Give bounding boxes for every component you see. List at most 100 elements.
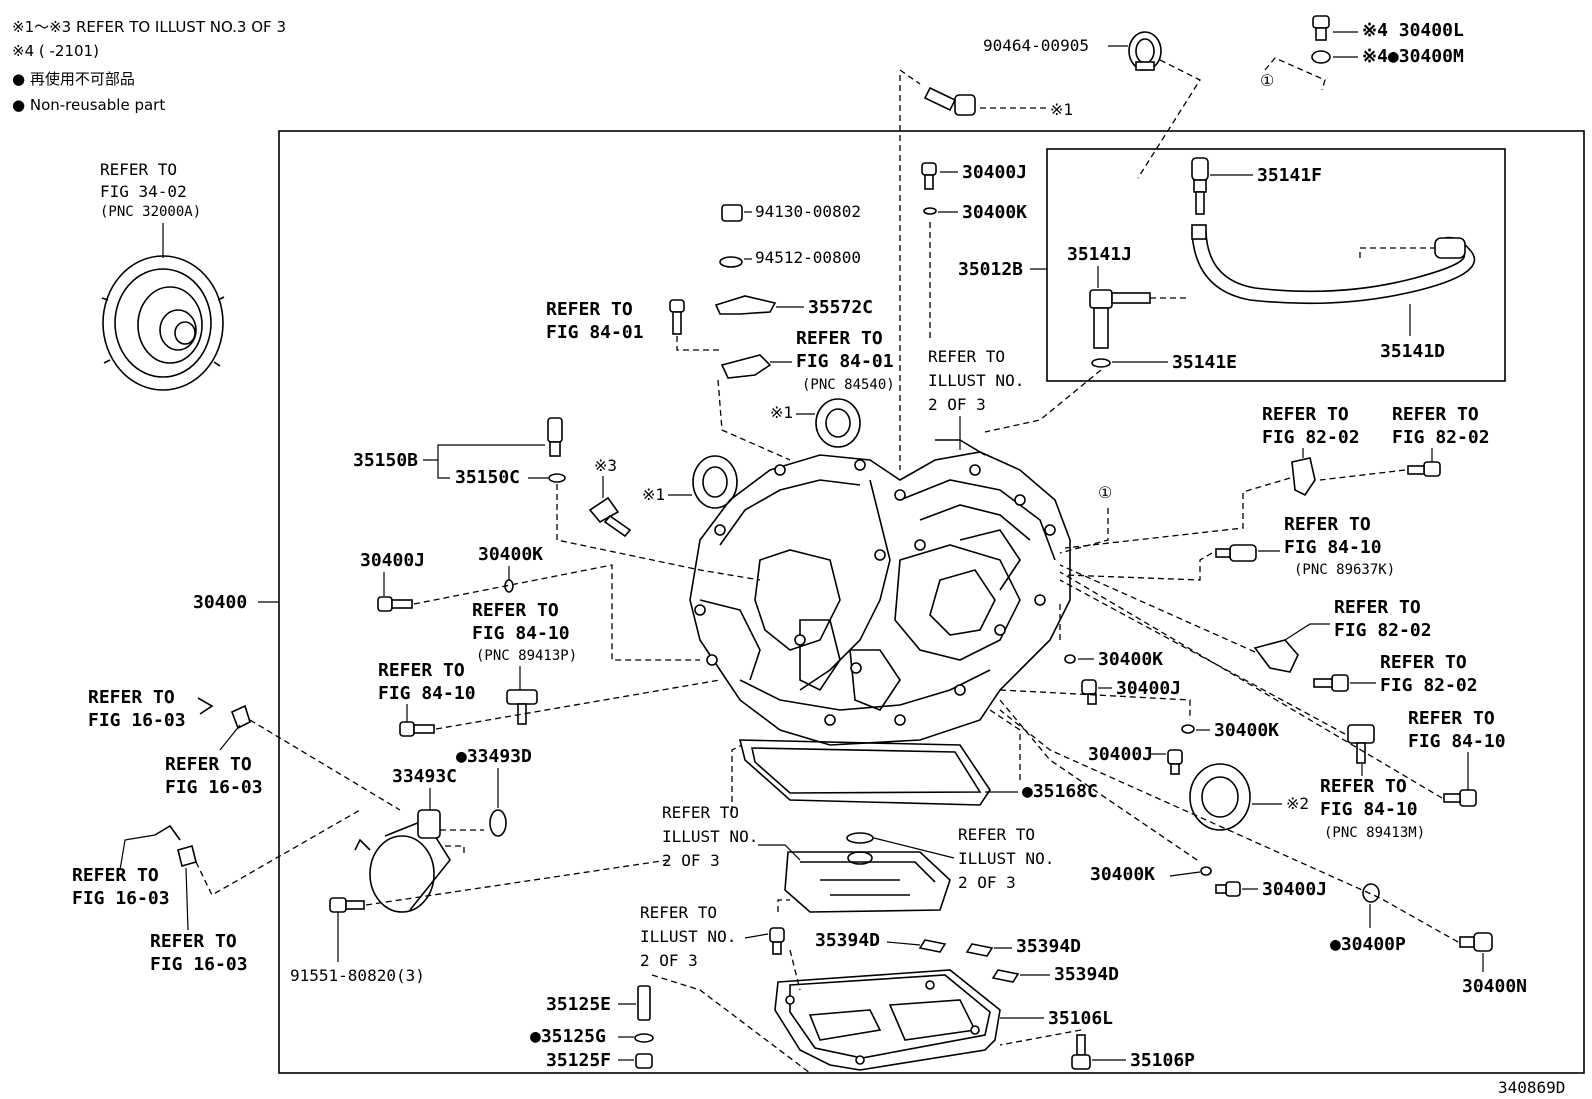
label-ref-fig-34-02-l3: (PNC 32000A) <box>100 204 201 220</box>
bolt-30400J-c-drawing <box>1081 679 1097 705</box>
label-ref-fig-84-10-b-l2: FIG 84-10 <box>472 623 570 644</box>
label-35394D-a: 35394D <box>815 930 880 951</box>
nut-94130-drawing <box>721 204 743 222</box>
label-ref-fig-84-10-c-l2: FIG 84-10 <box>378 683 476 704</box>
bolt-30400J-e-drawing <box>1215 881 1241 897</box>
label-ref-fig-82-02-d-l1: REFER TO <box>1380 652 1467 673</box>
switch-84540 <box>720 354 772 379</box>
label-ref-fig-82-02-a-l1: REFER TO <box>1262 404 1349 425</box>
label-ref-fig-84-10-a-l1: REFER TO <box>1284 514 1371 535</box>
sensor-35150B-drawing <box>547 417 563 457</box>
bracket-82-02-a <box>1291 457 1316 497</box>
note-nonreusable-jp: ● 再使用不可部品 <box>12 70 135 88</box>
label-ref-illust2-b-l2: ILLUST NO. <box>662 827 758 846</box>
label-35141D: 35141D <box>1380 341 1445 362</box>
note-star4-range: ※4 ( -2101) <box>12 42 99 60</box>
bolt-fig-84-01-drawing <box>669 299 685 335</box>
dash-cooler-top <box>249 719 401 811</box>
union-35141J-drawing <box>1089 289 1151 349</box>
bolt-30400J-b-drawing <box>377 596 413 612</box>
leader-ref-illust2-d <box>744 933 769 939</box>
label-ref-fig-84-10-a-l2: FIG 84-10 <box>1284 537 1382 558</box>
dash-30400K-d <box>999 689 1191 720</box>
oil-seal-star1-mid <box>815 398 861 448</box>
leader-16-03-b <box>219 724 241 751</box>
label-ref-fig-82-02-a: REFER TO FIG 82-02 <box>1262 404 1360 448</box>
dash-35106P <box>999 1029 1082 1046</box>
label-35141F: 35141F <box>1257 165 1322 186</box>
label-ref-illust2-b-l3: 2 OF 3 <box>662 851 720 870</box>
gasket-35141E <box>1091 358 1111 368</box>
bracket-82-02-c <box>1253 639 1299 673</box>
note-refer-illust3: ※1～※3 REFER TO ILLUST NO.3 OF 3 <box>12 18 286 36</box>
dash-35125 <box>651 974 811 1074</box>
label-35168C: ●35168C <box>1022 781 1098 802</box>
label-ref-fig-34-02-l1: REFER TO <box>100 160 177 179</box>
label-ref-fig-16-03-c: REFER TO FIG 16-03 <box>72 865 170 909</box>
hose-end-fitting <box>1434 237 1466 259</box>
oil-seal-star2 <box>1189 763 1251 831</box>
label-35150B: 35150B <box>353 450 418 471</box>
label-30400N: 30400N <box>1462 976 1527 997</box>
plug-30400L-drawing <box>1311 15 1331 64</box>
label-ref-fig-84-10-e-l1: REFER TO <box>1320 776 1407 797</box>
label-30400K-c: 30400K <box>1098 649 1163 670</box>
magnet-35394D-b <box>965 943 994 957</box>
label-ref-fig-84-10-e: REFER TO FIG 84-10 (PNC 89413M) <box>1320 776 1425 841</box>
label-ref-fig-16-03-b-l1: REFER TO <box>165 754 252 775</box>
label-ref-illust2-c-l2: ILLUST NO. <box>958 849 1054 868</box>
bolt-30400J-d-drawing <box>1167 749 1183 775</box>
bolt-ref-illust2-d-drawing <box>769 927 785 955</box>
notes-block: ※1～※3 REFER TO ILLUST NO.3 OF 3 ※4 ( -21… <box>12 18 286 114</box>
label-ref-fig-16-03-d-l2: FIG 16-03 <box>150 954 248 975</box>
dash-84-01-bolt <box>676 336 720 351</box>
bracket-35572C <box>714 295 777 315</box>
label-ref-fig-84-01-a-l2: FIG 84-01 <box>546 322 644 343</box>
label-ref-illust2-a-l2: ILLUST NO. <box>928 371 1024 390</box>
sensor-89637K-drawing <box>1215 544 1257 562</box>
magnet-35394D-c <box>991 969 1020 983</box>
label-star1-mid: ※1 <box>770 403 793 422</box>
leader-ref-illust2-b <box>758 844 801 861</box>
label-ref-fig-16-03-b: REFER TO FIG 16-03 <box>165 754 263 798</box>
dash-vertical-center <box>899 69 921 470</box>
leader-16-03-d <box>185 867 189 931</box>
label-ref-illust2-a: REFER TO ILLUST NO. 2 OF 3 <box>928 347 1024 414</box>
hose-35141D-outer <box>1191 231 1476 305</box>
label-ref-fig-84-01-b-l1: REFER TO <box>796 328 883 349</box>
label-35141E: 35141E <box>1172 352 1237 373</box>
label-30400K-e: 30400K <box>1090 864 1155 885</box>
label-35141J: 35141J <box>1067 244 1132 265</box>
label-ref-fig-84-10-c: REFER TO FIG 84-10 <box>378 660 476 704</box>
note-nonreusable-en: ● Non-reusable part <box>12 96 165 114</box>
label-30400K-a: 30400K <box>962 202 1027 223</box>
dash-cooler-oring <box>440 829 484 856</box>
label-star2: ※2 <box>1286 794 1309 813</box>
label-ref-illust2-a-l3: 2 OF 3 <box>928 395 986 414</box>
hose-clamp-drawing <box>1128 31 1162 71</box>
label-ref-fig-16-03-d: REFER TO FIG 16-03 <box>150 931 248 975</box>
dash-84-10-c <box>435 679 721 730</box>
bolt-82-02-b-drawing <box>1407 461 1441 477</box>
oil-pan-35106L-drawing <box>774 969 1001 1071</box>
label-ref-illust2-b: REFER TO ILLUST NO. 2 OF 3 <box>662 803 758 870</box>
label-ref-fig-82-02-d-l2: FIG 82-02 <box>1380 675 1478 696</box>
dash-ref-illust2-d <box>777 899 801 991</box>
fitting-35141F-drawing <box>1191 157 1209 215</box>
bolt-84-10-c-drawing <box>399 721 435 737</box>
label-30400P: ●30400P <box>1330 934 1406 955</box>
dash-91551 <box>365 859 669 906</box>
gasket-30400P <box>1362 883 1380 903</box>
label-ref-fig-84-10-b: REFER TO FIG 84-10 (PNC 89413P) <box>472 600 577 664</box>
label-30400J-b: 30400J <box>360 550 425 571</box>
label-ref-fig-34-02-l2: FIG 34-02 <box>100 182 187 201</box>
leader-35150B <box>423 444 545 461</box>
label-35125G: ●35125G <box>530 1026 606 1047</box>
dash-cooler-bottom <box>195 809 361 896</box>
transaxle-case-drawing <box>689 439 1071 806</box>
label-ref-illust2-d-l1: REFER TO <box>640 903 717 922</box>
label-94512-00800: 94512-00800 <box>755 248 861 267</box>
drawing-id: 340869D <box>1498 1078 1565 1097</box>
hose-start-fitting <box>1191 224 1207 240</box>
label-ref-illust2-d-l2: ILLUST NO. <box>640 927 736 946</box>
